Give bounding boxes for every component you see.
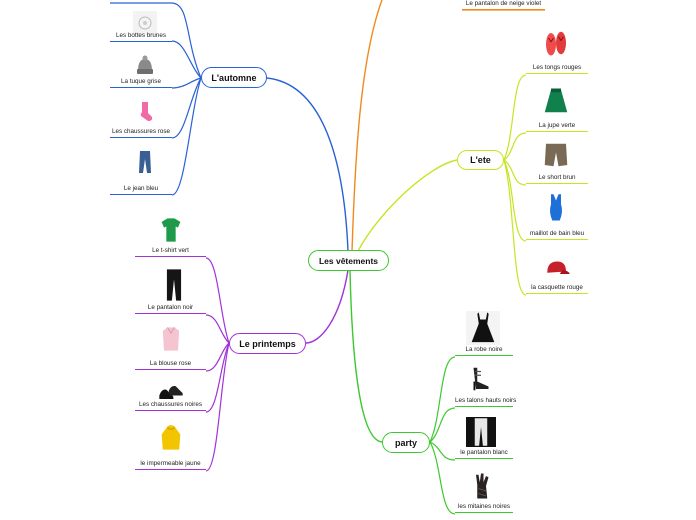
beanie-icon xyxy=(133,54,157,78)
sock-icon xyxy=(133,100,157,124)
leaf-printemps-item[interactable]: La blouse rose xyxy=(135,360,206,370)
leaf-ete-item[interactable]: maillot de bain bleu xyxy=(526,230,588,240)
connector-ete-item xyxy=(503,74,527,161)
jeans-icon xyxy=(133,150,157,174)
connector-central-printemps xyxy=(305,269,349,344)
connector-party-item xyxy=(429,441,456,515)
branch-node-automne[interactable]: L'automne xyxy=(201,67,267,88)
connector-central-automne xyxy=(266,77,349,252)
connector-automne-item xyxy=(171,40,202,79)
dress-icon xyxy=(466,311,500,345)
boot-icon xyxy=(133,11,157,35)
connector-party-item xyxy=(429,407,456,443)
connector-printemps-item xyxy=(205,342,230,372)
connector-automne-top xyxy=(171,2,202,79)
connector-ete-item xyxy=(503,159,527,186)
branch-label-printemps: Le printemps xyxy=(239,338,296,349)
connector-automne-item xyxy=(171,77,202,89)
tshirt-icon xyxy=(157,216,185,244)
connector-central-hiver xyxy=(351,0,383,252)
leaf-party-item[interactable]: La robe noire xyxy=(455,346,513,356)
central-topic-node[interactable]: Les vêtements xyxy=(308,250,389,271)
pants-icon xyxy=(466,417,496,447)
pants-icon xyxy=(157,268,191,302)
connector-ete-item xyxy=(503,132,527,161)
leaf-ete-item[interactable]: La jupe verte xyxy=(526,122,588,132)
connector-party-item xyxy=(429,356,456,443)
connector-printemps-item xyxy=(205,257,230,344)
connector-party-item xyxy=(429,441,456,461)
flipflops-icon xyxy=(541,28,571,58)
leaf-party-item[interactable]: Les talons hauts noirs xyxy=(455,397,516,407)
shorts-icon xyxy=(541,140,571,170)
central-topic-label: Les vêtements xyxy=(318,255,379,266)
leaf-automne-item[interactable]: Les chaussures rose xyxy=(110,128,172,138)
blouse-icon xyxy=(157,325,185,353)
raincoat-icon xyxy=(157,424,185,452)
branch-node-printemps[interactable]: Le printemps xyxy=(229,333,306,354)
connector-ete-item xyxy=(503,159,527,296)
connector-automne-item xyxy=(171,77,202,196)
branch-label-ete: L'ete xyxy=(470,155,491,165)
leaf-automne-item[interactable]: Le jean bleu xyxy=(110,185,172,195)
leaf-printemps-item[interactable]: Les chaussures noires xyxy=(135,401,206,411)
leaf-printemps-item[interactable]: le impermeable jaune xyxy=(135,460,206,470)
leaf-automne-item[interactable]: La tuque grise xyxy=(110,78,172,88)
heels-icon xyxy=(466,364,496,394)
connector-printemps-item xyxy=(205,342,230,472)
cap-icon xyxy=(541,254,571,284)
leaf-ete-item[interactable]: la casquette rouge xyxy=(526,284,588,294)
connector-printemps-item xyxy=(205,314,230,344)
leaf-party-item[interactable]: les mitaines noires xyxy=(455,503,513,513)
glove-icon xyxy=(466,471,496,501)
leaf-printemps-item[interactable]: Le t-shirt vert xyxy=(135,247,206,257)
connector-printemps-item xyxy=(205,342,230,413)
skirt-icon xyxy=(541,86,571,116)
branch-node-party[interactable]: party xyxy=(382,432,430,453)
branch-node-ete[interactable]: L'ete xyxy=(457,150,504,170)
swimsuit-icon xyxy=(541,193,571,223)
shoes-icon xyxy=(157,378,185,406)
branch-label-party: party xyxy=(394,437,417,448)
connector-central-party xyxy=(349,269,383,443)
branch-label-automne: L'automne xyxy=(211,72,257,83)
leaf-party-item[interactable]: le pantalon blanc xyxy=(455,449,513,459)
leaf-ete-item[interactable]: Les tongs rouges xyxy=(526,64,588,74)
leaf-ete-item[interactable]: Le short brun xyxy=(526,174,588,184)
leaf-hiver-item[interactable]: Le pantalon de neige violet xyxy=(462,0,545,10)
leaf-printemps-item[interactable]: Le pantalon noir xyxy=(135,304,206,314)
connector-ete-item xyxy=(503,159,527,242)
leaf-automne-item[interactable]: Les bottes brunes xyxy=(110,32,172,42)
connector-central-ete xyxy=(357,159,458,252)
connector-automne-item xyxy=(171,77,202,139)
